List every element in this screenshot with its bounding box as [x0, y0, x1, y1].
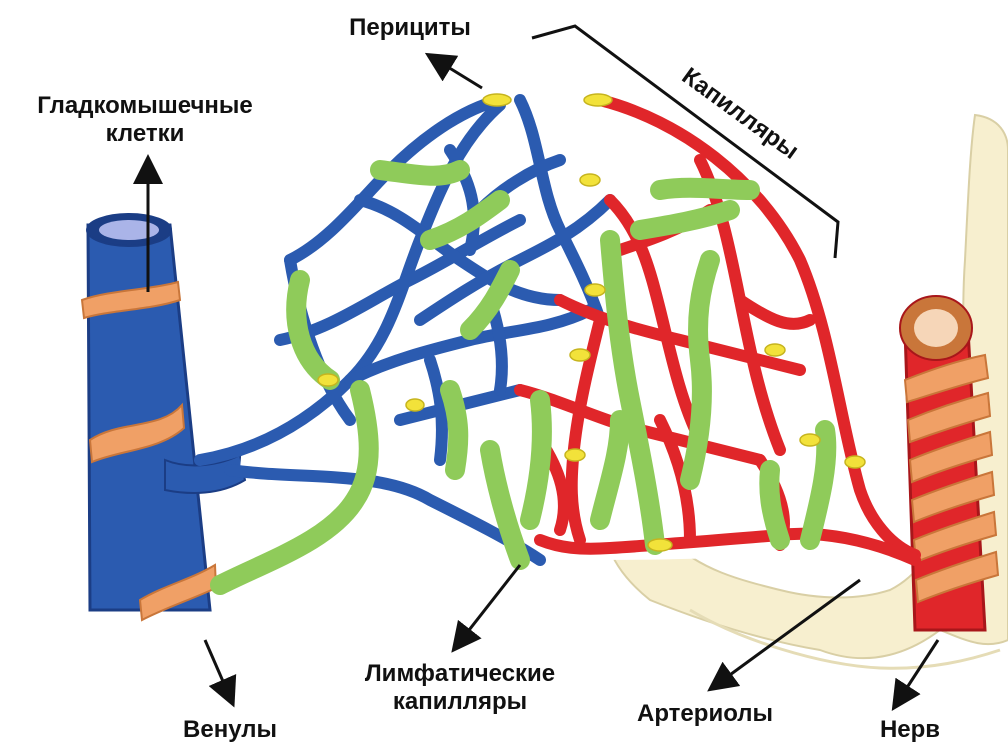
pericytes-label-text: Перициты	[349, 14, 471, 41]
pericytes-label: Перициты	[330, 14, 490, 42]
pericyte	[845, 456, 865, 468]
pericyte	[800, 434, 820, 446]
pericytes-arrow	[430, 56, 482, 88]
nerve-label-text: Нерв	[880, 716, 940, 743]
pericyte	[483, 94, 511, 106]
arterioles-label: Артериолы	[615, 700, 795, 728]
pericyte	[580, 174, 600, 186]
pericyte	[648, 539, 672, 551]
nerve-label: Нерв	[850, 716, 970, 744]
smooth-muscle-label-line2: клетки	[0, 120, 290, 148]
lymphatic-capillaries-label: Лимфатические капилляры	[325, 660, 595, 716]
pericyte	[406, 399, 424, 411]
venules-label-text: Венулы	[183, 716, 277, 743]
pericyte	[570, 349, 590, 361]
pericyte	[584, 94, 612, 106]
smooth-muscle-label-line1: Гладкомышечные	[0, 92, 290, 120]
lymphatic-label-line1: Лимфатические	[325, 660, 595, 688]
smooth-muscle-cells-label: Гладкомышечные клетки	[0, 92, 290, 148]
pericyte	[585, 284, 605, 296]
venules-arrow	[205, 640, 232, 702]
arterioles-label-text: Артериолы	[637, 700, 773, 727]
lymphatic-label-line2: капилляры	[325, 688, 595, 716]
venule	[87, 214, 245, 610]
venules-label: Венулы	[165, 716, 295, 744]
lymphatic-arrow	[455, 565, 520, 648]
pericyte	[318, 374, 338, 386]
pericyte	[565, 449, 585, 461]
pericyte	[765, 344, 785, 356]
